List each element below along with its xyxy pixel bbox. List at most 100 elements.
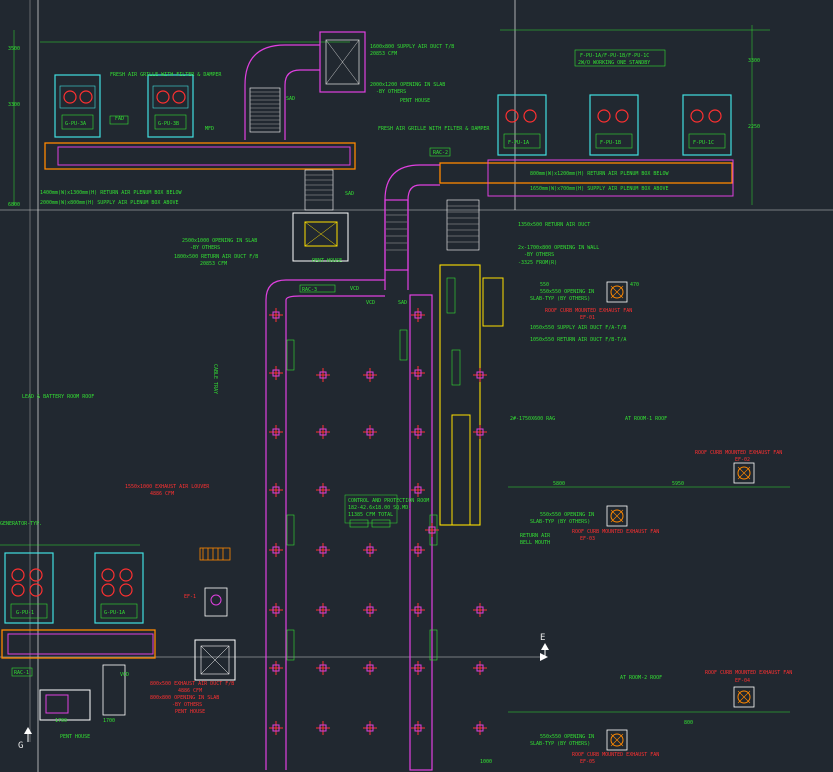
penthouse-low: PENT HOUSE (175, 709, 205, 715)
supply-grille-box (482, 277, 504, 327)
slab-typ-r2: SLAB-TYP (BY OTHERS) (530, 519, 590, 525)
dim-2250: 2250 (748, 124, 760, 130)
roof-curb-fan-2: ROOF CURB MOUNTED EXHAUST FAN (695, 450, 782, 456)
ef-1-label: EF-1 (184, 594, 196, 600)
unit-fpu-1b: F-PU-1B (589, 94, 639, 156)
unit-gpu-3a: G-PU-3A (54, 74, 101, 138)
return-duct-right-2: 1050x550 RETURN AIR DUCT F/B-T/A (530, 337, 626, 343)
control-room-label: CONTROL AND PROTECTION ROOM (348, 498, 429, 504)
tag-sad-mid: SAD (345, 191, 354, 197)
by-others-wall: -BY OTHERS (524, 252, 554, 258)
roof-curb-fan-5: ROOF CURB MOUNTED EXHAUST FAN (572, 752, 659, 758)
exhaust-duct: 800x500 EXHAUST AIR DUCT F/B (150, 681, 234, 687)
unit-fpu-1a-label: F-PU-1A (508, 140, 529, 146)
tag-vcd-2: VCD (366, 300, 375, 306)
duct-tags (286, 277, 461, 661)
return-duct-vertical (439, 264, 481, 526)
ef-tag-5: EF-05 (580, 759, 595, 765)
generator-typ: GENERATOR-TYP. (0, 521, 42, 527)
tag-box-left (109, 115, 129, 125)
penthouse-mid: PENT HOUSE (312, 258, 342, 264)
exhaust-fan-ef05 (606, 729, 628, 751)
dim-550: 550 (540, 282, 549, 288)
supply-duct-top-note: 1600x800 SUPPLY AIR DUCT T/B (370, 44, 454, 50)
control-room-box (344, 494, 398, 524)
plenum-box-lower-left (1, 629, 156, 659)
opening-slab-mid: 2500x1000 OPENING IN SLAB (182, 238, 257, 244)
unit-gpu-1a-label: G-PU-1A (104, 610, 125, 616)
grid-label-g: G (18, 741, 23, 751)
dim-470: 470 (630, 282, 639, 288)
unit-gpu-1a: G-PU-1A (94, 552, 144, 624)
opening-slab-r2: 550x550 OPENING IN (540, 512, 594, 518)
dim-5950: 5950 (672, 481, 684, 487)
unit-gpu-3a-label: G-PU-3A (65, 121, 86, 127)
tag-box-mid (429, 147, 451, 157)
grid-marker-e (540, 643, 549, 661)
dim-1700-b: 1700 (103, 718, 115, 724)
exhaust-fan-ef03 (606, 505, 628, 527)
opening-slab-r3: 550x550 OPENING IN (540, 734, 594, 740)
unit-fpu-1a: F-PU-1A (497, 94, 547, 156)
cfm-exhaust: 4886 CFM (178, 688, 202, 694)
tag-rac-3: RAC-3 (302, 287, 317, 293)
grid-marker-g (24, 727, 32, 742)
dim-3500: 3500 (8, 46, 20, 52)
tag-fad-left: FAD (115, 116, 124, 122)
room-2-roof: AT ROOM-2 ROOF (620, 675, 662, 681)
exhaust-louver-symbol (199, 547, 231, 561)
penthouse-bottom (39, 664, 126, 721)
top-dimension-chain (13, 25, 770, 205)
return-plenum-left-note: 1400mm(W)x1300mm(H) RETURN AIR PLENUM BO… (40, 190, 182, 196)
room-1-roof: AT ROOM-1 ROOF (625, 416, 667, 422)
center-supply-duct (384, 164, 440, 290)
control-room-label-3: 11385 CFM TOTAL (348, 512, 393, 518)
tag-mfd-left: MFD (205, 126, 214, 132)
penthouse-top: PENT HOUSE (400, 98, 430, 104)
exhaust-fan-ef-1 (194, 587, 236, 681)
opening-cross-2 (325, 39, 360, 85)
top-supply-duct (244, 31, 366, 140)
unit-fpu-1c-label: F-PU-1C (693, 140, 714, 146)
opening-slab-r1: 550x550 OPENING IN (540, 289, 594, 295)
tag-sad: SAD (398, 300, 407, 306)
dim-1700-a: 1700 (55, 718, 67, 724)
rag-note: 2#-1750X600 RAG (510, 416, 555, 422)
ef-tag-3: EF-03 (580, 536, 595, 542)
standby-note: F-PU-1A/F-PU-1B/F-PU-1C (580, 53, 649, 59)
right-return-coil (446, 199, 480, 251)
opening-box-top (325, 39, 360, 85)
return-air-bell: RETURN AIR (520, 533, 551, 539)
grid-label-e: E (540, 633, 545, 643)
fresh-air-grille-note: FRESH AIR GRILLE WITH FILTER & DAMPER (110, 72, 222, 78)
opening-slab-low: 800x800 OPENING IN SLAB (150, 695, 219, 701)
standby-note-box (574, 49, 666, 67)
supply-plenum-left-note: 2000mm(W)x800mm(H) SUPPLY AIR PLENUM BOX… (40, 200, 178, 206)
tag-rac-1: RAC-1 (14, 670, 29, 676)
exhaust-louver: 1550x1000 EXHAUST AIR LOUVER (125, 484, 210, 490)
cfm-top-note: 20853 CFM (370, 51, 397, 57)
dim-1000: 1000 (480, 759, 492, 765)
cfm-louver: 4886 CFM (150, 491, 174, 497)
slab-typ-r1: SLAB-TYP (BY OTHERS) (530, 296, 590, 302)
return-plenum-right-note: 800mm(W)x1200mm(H) RETURN AIR PLENUM BOX… (530, 171, 669, 177)
by-others-mid: -BY OTHERS (190, 245, 220, 251)
supply-plenum-right-note: 1650mm(W)x700mm(H) SUPPLY AIR PLENUM BOX… (530, 186, 668, 192)
unit-fpu-1b-label: F-PU-1B (600, 140, 621, 146)
standby-note-2: 2W/O WORKING ONE STANDBY (578, 60, 650, 66)
center-return-duct (292, 169, 349, 262)
tag-rac-1-box (11, 667, 33, 677)
fresh-air-grille-note-2: FRESH AIR GRILLE WITH FILTER & DAMPER (378, 126, 490, 132)
tag-vcd-low: VCD (120, 672, 129, 678)
return-air-bell-2: BELL MOUTH (520, 540, 550, 546)
supply-duct-right: 1050x550 SUPPLY AIR DUCT F/A-T/B (530, 325, 626, 331)
dim-800: 800 (684, 720, 693, 726)
roof-curb-fan-3: ROOF CURB MOUNTED EXHAUST FAN (572, 529, 659, 535)
control-room-label-2: 182-42.6x18.00 SQ.MD. (348, 505, 411, 511)
supply-diffusers (269, 308, 487, 735)
ef-tag-4: EF-04 (735, 678, 750, 684)
penthouse-bottom-label: PENT HOUSE (60, 734, 90, 740)
cable-tray-label: CABLE TRAY (212, 364, 218, 394)
opening-top-note: 2000x1200 OPENING IN SLAB (370, 82, 445, 88)
